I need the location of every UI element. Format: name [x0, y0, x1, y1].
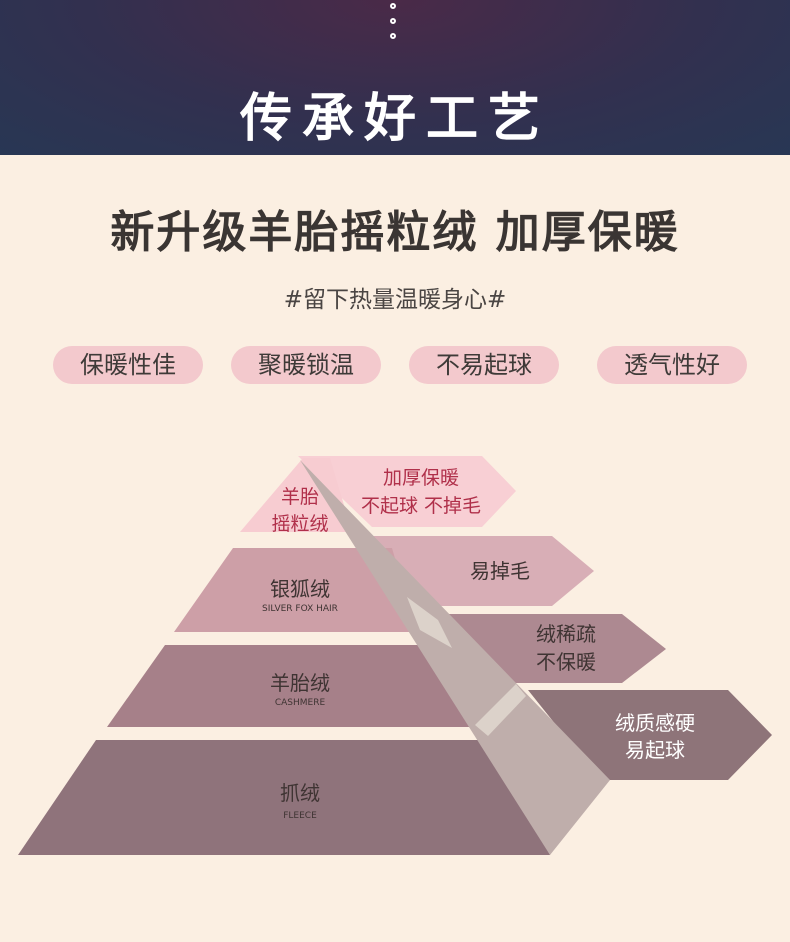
headline: 新升级羊胎摇粒绒 加厚保暖 [110, 207, 680, 258]
tier-1-label: 羊胎 [281, 486, 319, 508]
dots-decoration [390, 3, 400, 48]
pyramid-tier-4 [18, 740, 550, 855]
arrow-3-note-line2: 不保暖 [536, 650, 596, 674]
tier-4-label: 抓绒 [280, 781, 320, 805]
pyramid-arrow-1 [298, 456, 516, 527]
feature-tag: 保暖性佳 [53, 346, 203, 384]
pyramid-arrow-2 [372, 536, 594, 606]
arrow-4-note: 绒质感硬 [615, 711, 695, 735]
arrow-2-note: 易掉毛 [470, 559, 530, 583]
dot-icon [390, 18, 396, 24]
pyramid-arrow-4 [528, 690, 772, 780]
tier-4-label-en: FLEECE [283, 811, 317, 821]
pyramid-side-band [407, 597, 452, 648]
pyramid-tier-2 [174, 548, 416, 632]
dot-icon [390, 3, 396, 9]
tier-2-label: 银狐绒 [270, 577, 330, 601]
dot-icon [390, 33, 396, 39]
pyramid-arrow-3 [447, 614, 666, 683]
arrow-1-note-line2: 不起球 不掉毛 [361, 495, 481, 517]
tier-2-label-en: SILVER FOX HAIR [262, 604, 338, 614]
arrow-1-note: 加厚保暖 [383, 467, 459, 489]
arrow-3-note: 绒稀疏 [536, 622, 596, 646]
pyramid-tier-1 [240, 458, 352, 532]
pyramid-tier-3 [107, 645, 470, 727]
arrow-4-note-line2: 易起球 [625, 738, 685, 762]
feature-tag: 聚暖锁温 [231, 346, 381, 384]
tier-3-label-en: CASHMERE [275, 698, 326, 708]
subline: #留下热量温暖身心# [283, 287, 507, 313]
banner-title: 传承好工艺 [239, 89, 550, 149]
pyramid-side-band [475, 684, 526, 736]
tier-3-label: 羊胎绒 [270, 671, 330, 695]
feature-tag: 不易起球 [409, 346, 559, 384]
pyramid-side-face [300, 460, 610, 855]
tier-1-label-line2: 摇粒绒 [271, 513, 328, 535]
feature-tag: 透气性好 [597, 346, 747, 384]
header-banner: 传承好工艺 [0, 0, 790, 155]
